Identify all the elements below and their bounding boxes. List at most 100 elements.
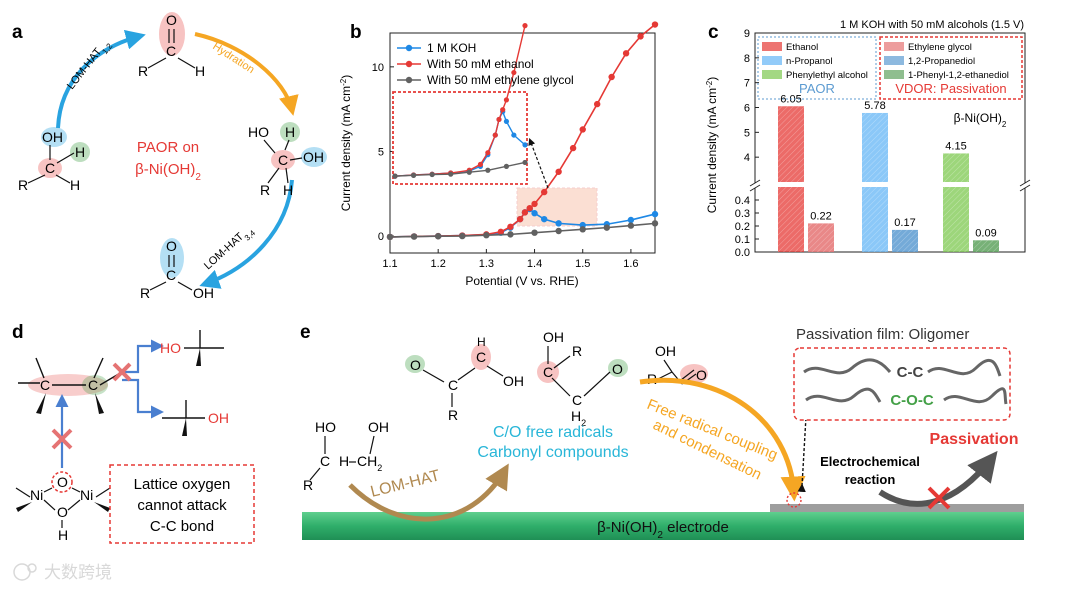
inset-point [392,173,398,179]
inset-point [496,116,502,123]
radical-molecule-1: O C C H OH R [405,335,524,423]
panel-e-letter: e [300,322,311,343]
data-point [521,209,529,216]
atom-c: C [476,349,486,365]
x-tick-label: 1.2 [431,258,446,270]
atom-r: R [18,177,28,193]
atom-h: H [339,453,349,469]
data-point [608,73,615,81]
data-point [434,233,442,240]
data-point [459,232,466,240]
legend-swatch [884,70,904,79]
inset-box [392,91,528,185]
inset-point [492,132,498,138]
watermark-logo-icon [13,563,31,581]
ec-reaction-line1: Electrochemical [820,454,920,469]
diol-molecule: HO OH C CH2 R H [303,419,389,493]
atom-c: C [166,267,176,283]
radicals-label-line2: Carbonyl compounds [477,444,628,461]
y-tick-label: 9 [744,28,750,40]
legend-entry: Ethylene glycol [908,42,972,53]
panel-a: a LOM-HAT1,2 Hydration LOM-HAT3,4 PAOR o… [12,12,327,301]
y-tick-label: 0.3 [735,208,750,220]
atom-ni2: Ni [80,487,93,503]
data-point [555,220,562,227]
atom-c: C [543,364,553,380]
paor-center-line1: PAOR on [137,139,199,156]
atom-oh: OH [655,343,676,359]
data-point [555,227,562,235]
y-tick-label: 0.4 [735,195,750,207]
y-tick-label: 5 [744,127,750,139]
oligomer-chain-2 [927,358,1002,377]
lattice-o: O [57,474,68,490]
oligomer-chain-4 [943,387,1008,405]
product-ho: HO [160,340,181,356]
aldehyde-molecule: O C R H [138,12,205,79]
atom-r: R [138,63,148,79]
data-point [555,168,562,175]
lom-hat-12-label: LOM-HAT1,2 [65,37,114,94]
data-point [627,222,635,229]
data-point [569,144,577,152]
panel-b-xlabel: Potential (V vs. RHE) [465,274,578,288]
product-oh: OH [208,410,229,426]
axis-break-gap [1021,183,1029,188]
data-point [637,33,644,40]
bar-hatch [973,240,999,252]
watermark-text: 大数跨境 [44,563,112,582]
data-point [386,233,394,241]
data-point [526,204,533,212]
bar-value-label: 0.22 [810,210,831,222]
radical-molecule-2: OH C R C H2 O [537,329,628,428]
data-point [507,231,514,238]
atom-h: H [75,144,85,160]
data-point [531,210,538,217]
alcohol-molecule: OH H C R H [18,127,90,193]
data-point [579,226,586,233]
inset-point [485,167,491,173]
atom-r: R [448,407,458,423]
inset-point [503,163,510,169]
lom-hat-34-label: LOM-HAT3,4 [202,223,257,275]
data-point [507,223,514,230]
axis-break-mark [1019,179,1031,187]
atom-h: H [58,527,68,543]
legend-swatch [884,56,904,65]
atom-oh: OH [368,419,389,435]
legend-swatch [762,70,782,79]
data-point [540,188,548,196]
oligomer-box [793,347,1011,421]
atom-ch2: C [572,392,582,408]
inset-arrow [528,137,549,189]
bar-value-label: 0.17 [894,217,915,229]
box-line1: Lattice oxygen [134,476,231,493]
atom-oh: OH [193,285,214,301]
x-tick-label: 1.6 [623,258,638,270]
legend-swatch [884,42,904,51]
data-point [627,216,635,224]
atom-o: O [166,238,177,254]
vdor-legend-title: VDOR: Passivation [895,81,1006,96]
bar-value-label: 0.09 [975,227,996,239]
data-point [516,215,524,223]
inset-line-2 [394,161,526,177]
atom-h2: H [283,182,293,198]
box-line2: cannot attack [137,497,227,514]
path-to-alcohol1-arrow [122,339,164,374]
inset-point [503,97,510,103]
bar-hatch [808,223,834,252]
atom-h: H [477,335,486,349]
vdor-legend-box [879,36,1023,100]
inset-point [503,118,510,125]
passivation-film-title: Passivation film: Oligomer [796,326,969,343]
atom-h: H [195,63,205,79]
data-point [651,210,659,218]
bar-value-label: 4.15 [945,140,966,152]
panel-c-letter: c [708,22,719,43]
coupling-arrow [639,377,806,502]
passivation-label: Passivation [930,431,1019,448]
bar-lower-hatch [778,187,804,252]
